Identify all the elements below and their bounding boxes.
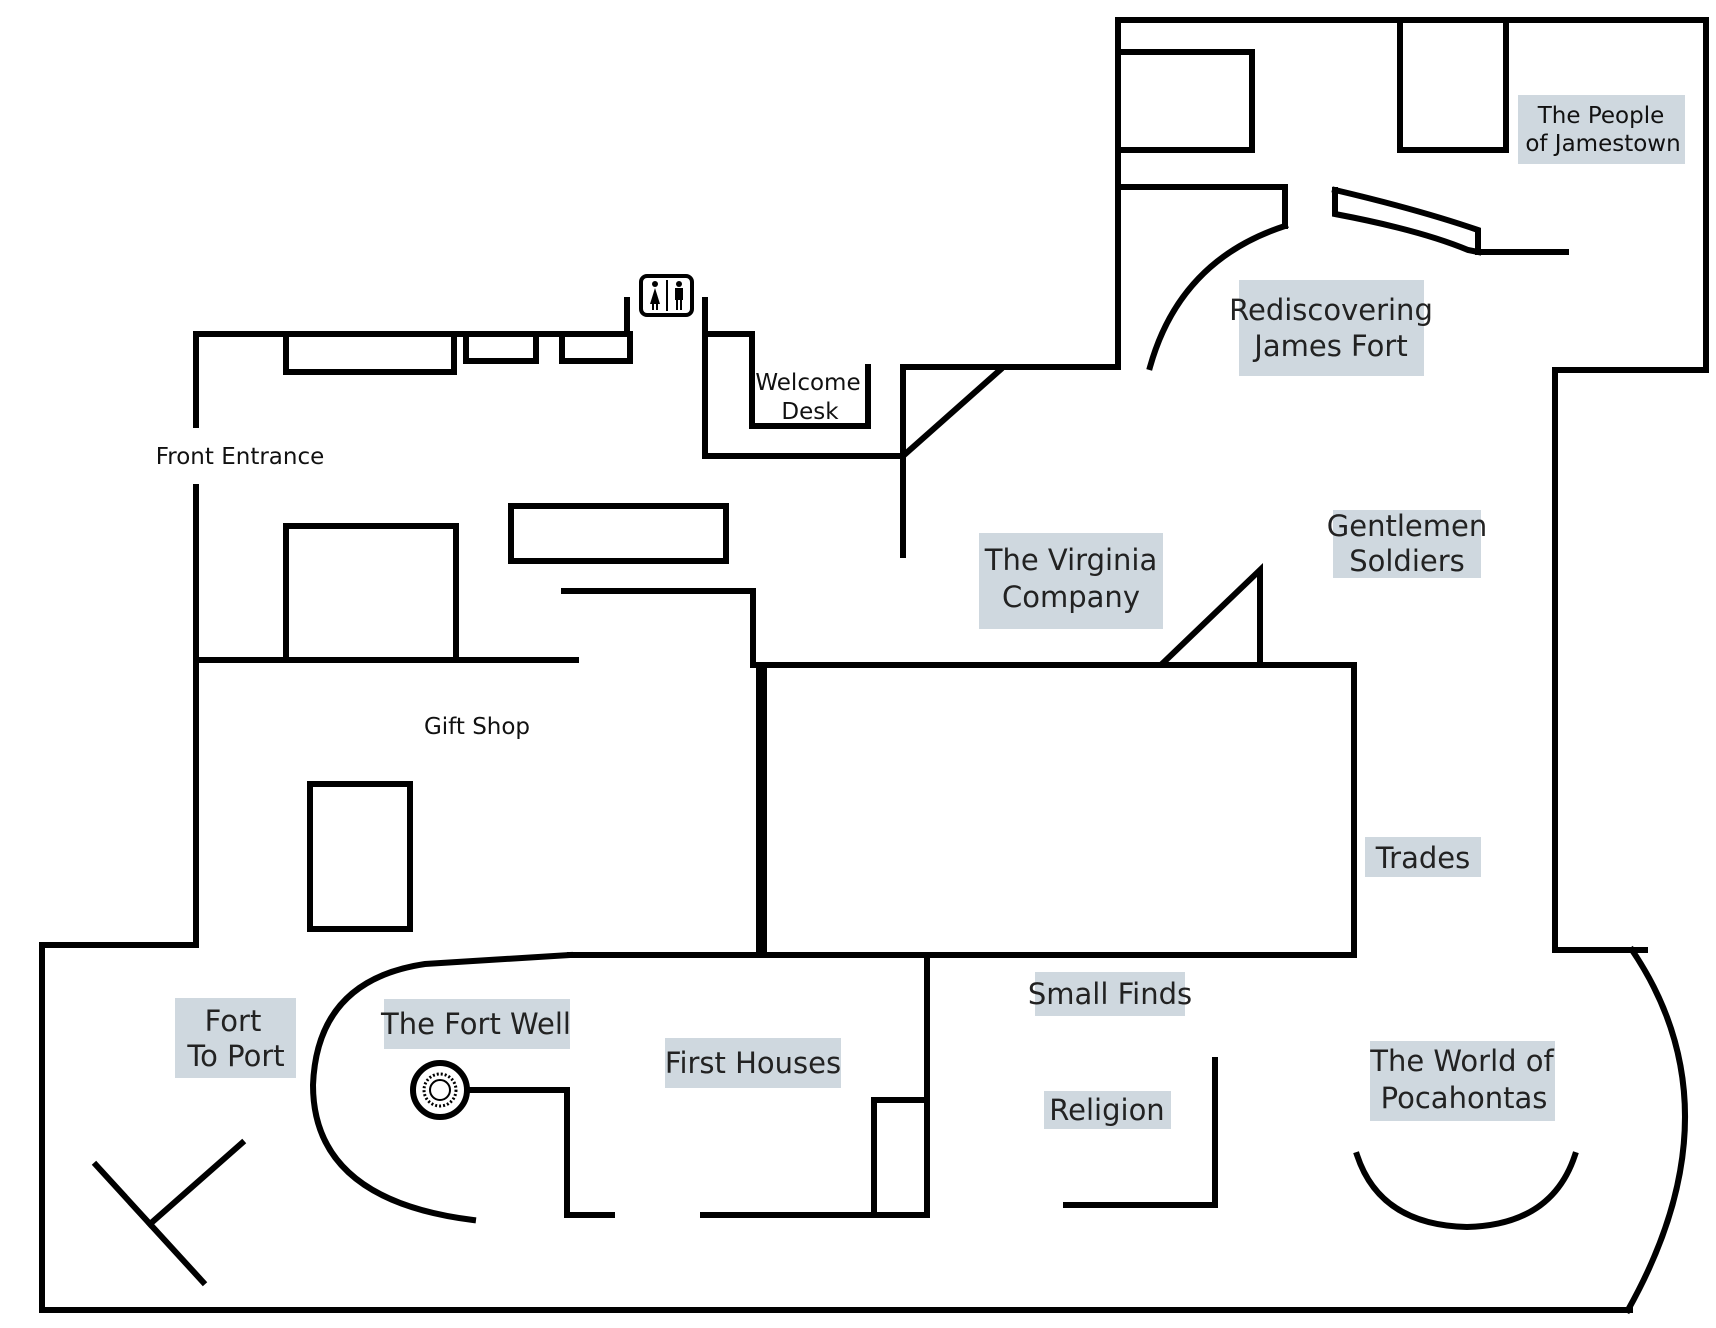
exhibit-label-line: James Fort <box>1252 329 1407 363</box>
exhibit-label-line: Company <box>1002 580 1140 614</box>
exhibit-label-line: Pocahontas <box>1381 1081 1548 1115</box>
exhibit-religion[interactable]: Religion <box>1044 1091 1171 1129</box>
exhibit-label-line: Small Finds <box>1028 977 1192 1011</box>
jamestown-wing-walls <box>1118 21 1569 371</box>
exhibit-label-line: of Jamestown <box>1525 131 1680 157</box>
outer-walls <box>39 17 1709 1315</box>
lobby-walls <box>193 331 1005 668</box>
welcome-desk-label-line2: Desk <box>781 399 839 425</box>
exhibit-world-of-pocahontas[interactable]: The World of Pocahontas <box>1369 1041 1555 1121</box>
exhibit-label-line: The Fort Well <box>380 1007 571 1041</box>
exhibit-fort-to-port[interactable]: Fort To Port <box>175 998 296 1078</box>
exhibit-label-line: The World of <box>1369 1044 1554 1078</box>
exhibit-trades[interactable]: Trades <box>1365 837 1481 877</box>
restroom-icon <box>639 274 694 317</box>
well-icon <box>410 1060 470 1120</box>
exhibit-label-line: First Houses <box>665 1046 841 1080</box>
fort-to-port-walls <box>91 1138 247 1287</box>
exhibit-label-line: To Port <box>186 1039 284 1073</box>
exhibit-small-finds[interactable]: Small Finds <box>1028 972 1192 1016</box>
exhibit-virginia-company[interactable]: The Virginia Company <box>979 533 1163 629</box>
central-block-walls <box>761 562 1357 958</box>
gift-shop-label: Gift Shop <box>424 714 530 740</box>
exhibit-rediscovering-james-fort[interactable]: Rediscovering James Fort <box>1229 280 1433 376</box>
exhibit-people-of-jamestown[interactable]: The People of Jamestown <box>1518 95 1685 164</box>
exhibit-label-line: Gentlemen <box>1327 509 1487 543</box>
exhibit-label-line: The People <box>1537 103 1665 129</box>
gift-shop-walls <box>307 662 762 958</box>
exhibit-label-line: Trades <box>1375 841 1471 875</box>
exhibit-label-line: Rediscovering <box>1229 293 1433 327</box>
exhibit-first-houses[interactable]: First Houses <box>665 1038 841 1088</box>
lower-gallery-walls <box>309 951 1579 1231</box>
exhibit-label-line: Fort <box>205 1004 262 1038</box>
exhibit-label-line: Religion <box>1049 1093 1164 1127</box>
exhibit-fort-well[interactable]: The Fort Well <box>380 999 571 1049</box>
exhibit-label-line: Soldiers <box>1349 544 1465 578</box>
front-entrance-label: Front Entrance <box>156 444 325 470</box>
welcome-desk-label-line1: Welcome <box>755 370 860 396</box>
exhibit-label-line: The Virginia <box>984 543 1158 577</box>
exhibit-gentlemen-soldiers[interactable]: Gentlemen Soldiers <box>1327 509 1487 578</box>
